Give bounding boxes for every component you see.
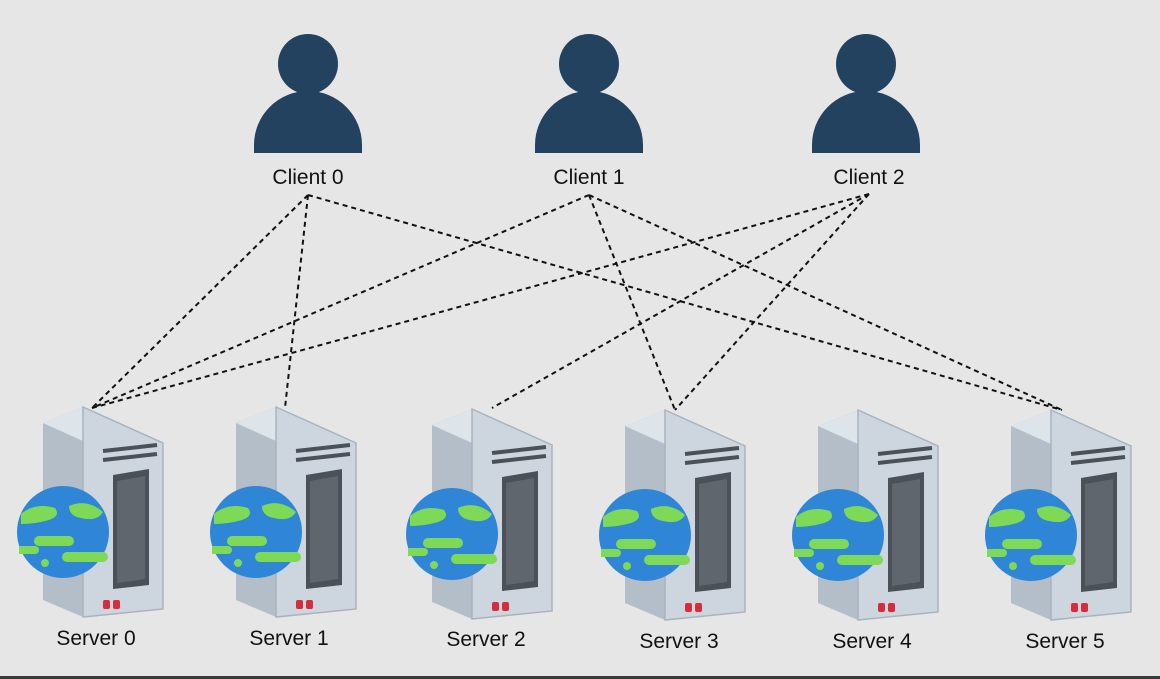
client-0-user-icon <box>254 34 362 153</box>
client-0-label: Client 0 <box>272 166 344 189</box>
servers <box>17 405 1132 621</box>
client-1-label: Client 1 <box>553 166 625 189</box>
connection-line-c1-s5 <box>588 194 1063 411</box>
clients <box>254 34 920 153</box>
connection-line-c0-s0 <box>91 194 309 409</box>
server-5-server-globe-icon <box>985 408 1132 621</box>
connection-line-c1-s0 <box>91 194 590 409</box>
server-1-label: Server 1 <box>249 627 329 650</box>
server-4-server-globe-icon <box>792 408 939 621</box>
server-2-server-globe-icon <box>406 407 553 620</box>
connection-line-c0-s1 <box>284 194 309 409</box>
server-0-server-globe-icon <box>17 405 164 618</box>
server-5-label: Server 5 <box>1025 630 1105 653</box>
server-3-server-globe-icon <box>599 408 746 621</box>
connection-line-c2-s0 <box>91 193 870 409</box>
client-2-user-icon <box>812 34 920 153</box>
connection-line-c1-s3 <box>588 194 676 411</box>
server-2-label: Server 2 <box>446 628 526 651</box>
connection-lines <box>91 193 1063 411</box>
connection-line-c2-s3 <box>674 193 870 411</box>
server-3-label: Server 3 <box>639 630 719 653</box>
server-4-label: Server 4 <box>832 630 912 653</box>
client-2-label: Client 2 <box>833 166 905 189</box>
bottom-divider <box>0 676 1160 679</box>
connection-line-c2-s2 <box>491 193 870 409</box>
server-1-server-globe-icon <box>210 405 357 618</box>
client-1-user-icon <box>535 34 643 153</box>
connection-line-c0-s5 <box>307 194 1063 411</box>
server-0-label: Server 0 <box>56 627 136 650</box>
